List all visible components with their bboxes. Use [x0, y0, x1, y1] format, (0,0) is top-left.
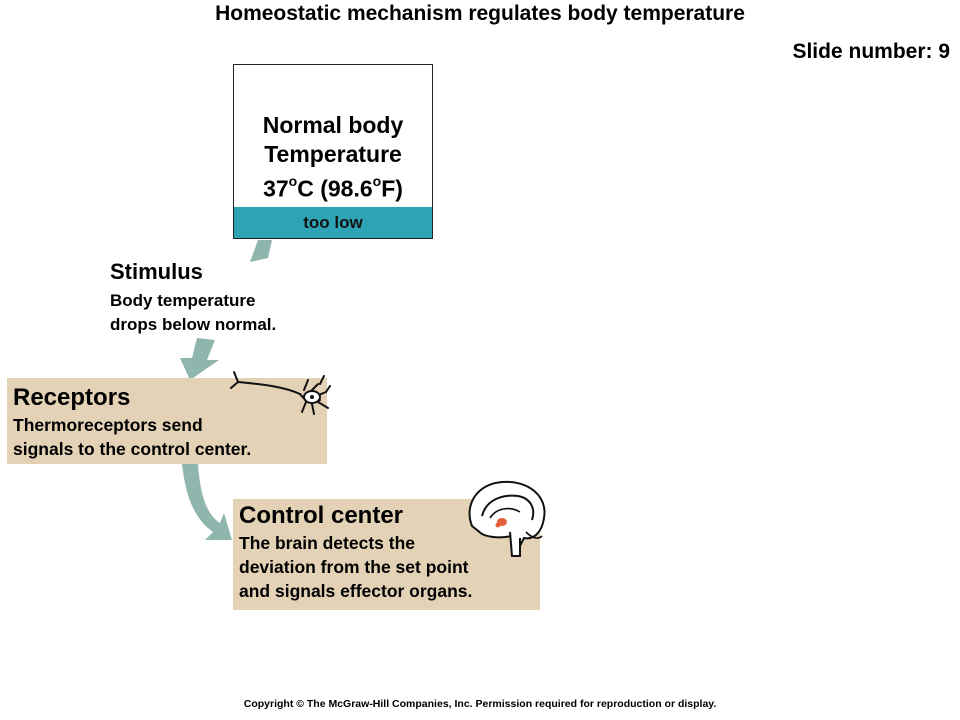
receptors-text: Thermoreceptors send signals to the cont… — [13, 415, 252, 459]
receptors-box — [7, 378, 327, 464]
set-point-text: Normal body Temperature 37oC (98.6oF) — [234, 111, 432, 204]
receptors-title: Receptors — [13, 384, 131, 411]
slide-number: Slide number: 9 — [792, 40, 950, 63]
control-center-title: Control center — [239, 502, 404, 529]
set-point-box: Normal body Temperature 37oC (98.6oF) to… — [233, 64, 433, 239]
arrow-stimulus-to-receptors — [180, 338, 219, 380]
set-point-line1: Normal body — [262, 112, 404, 138]
set-point-line3: 37oC (98.6oF) — [263, 173, 403, 202]
neuron-icon — [230, 371, 331, 415]
too-low-bar: too low — [234, 207, 432, 238]
stimulus-title: Stimulus — [110, 259, 203, 284]
slide-title: Homeostatic mechanism regulates body tem… — [215, 2, 745, 25]
arrow-set-point-to-stimulus — [250, 240, 272, 262]
set-point-line2: Temperature — [264, 141, 402, 167]
control-center-text: The brain detects the deviation from the… — [239, 533, 473, 601]
stimulus-text: Body temperature drops below normal. — [110, 291, 277, 334]
copyright-notice: Copyright © The McGraw-Hill Companies, I… — [243, 698, 717, 710]
brain-icon — [468, 480, 546, 557]
arrow-receptors-to-control — [182, 464, 232, 540]
